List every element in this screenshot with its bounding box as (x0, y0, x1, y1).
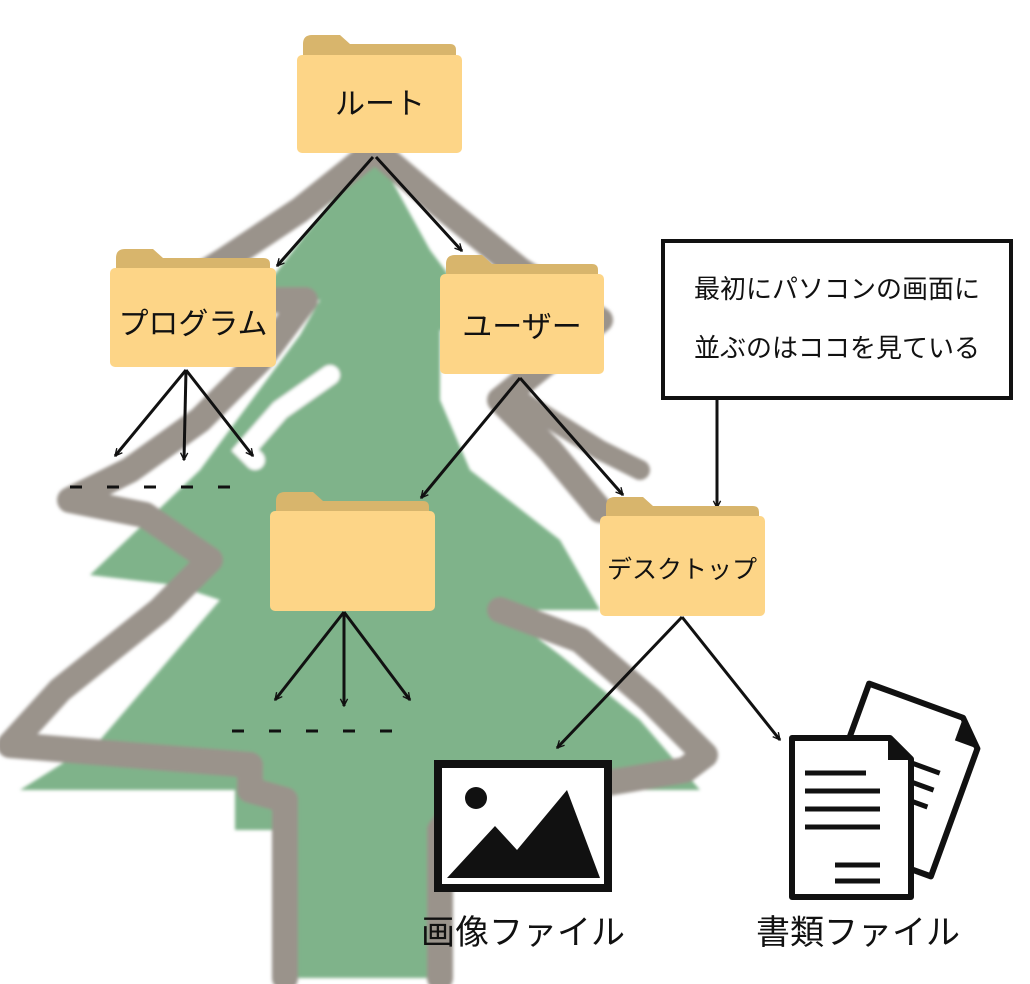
folder-label-root: ルート (335, 87, 425, 122)
arrow-program-child-1 (113, 369, 188, 456)
arrow-unnamed-child-3 (342, 611, 412, 700)
note-line-1: 最初にパソコンの画面に (694, 275, 980, 305)
tree-branch-line-2 (510, 390, 650, 480)
folder-icon (600, 497, 765, 616)
document-file-label: 書類ファイル (756, 913, 960, 953)
arrow-desktop-to-document (680, 616, 782, 740)
arrow-program-child-3 (184, 369, 255, 456)
folder-icon (440, 255, 604, 374)
folder-icon (270, 492, 435, 611)
folder-icon (297, 35, 462, 153)
arrow-root-to-user (374, 155, 464, 251)
image-file-icon (434, 760, 612, 892)
tree-arrows (113, 155, 782, 748)
arrow-root-to-program (275, 156, 375, 266)
folder-desktop: デスクトップ (600, 497, 765, 616)
folder-label-user: ユーザー (462, 310, 581, 345)
arrow-user-to-desktop (518, 377, 625, 495)
note-line-2: 並ぶのはココを見ている (694, 334, 980, 364)
folder-label-program: プログラム (118, 307, 267, 342)
folder-label-desktop: デスクトップ (607, 555, 757, 584)
document-file-icon (789, 680, 981, 900)
arrow-desktop-to-image (555, 615, 684, 748)
folder-user: ユーザー (440, 255, 604, 374)
folder-unnamed (270, 492, 435, 611)
arrow-user-to-unnamed (419, 377, 522, 498)
arrow-program-child-2 (184, 369, 186, 460)
arrow-unnamed-child-1 (273, 611, 346, 700)
note-box: 最初にパソコンの画面に 並ぶのはココを見ている (661, 239, 1013, 400)
folder-icon (110, 249, 276, 367)
image-file-label: 画像ファイル (421, 913, 625, 953)
folder-program: プログラム (110, 249, 276, 367)
folder-root: ルート (297, 35, 462, 153)
